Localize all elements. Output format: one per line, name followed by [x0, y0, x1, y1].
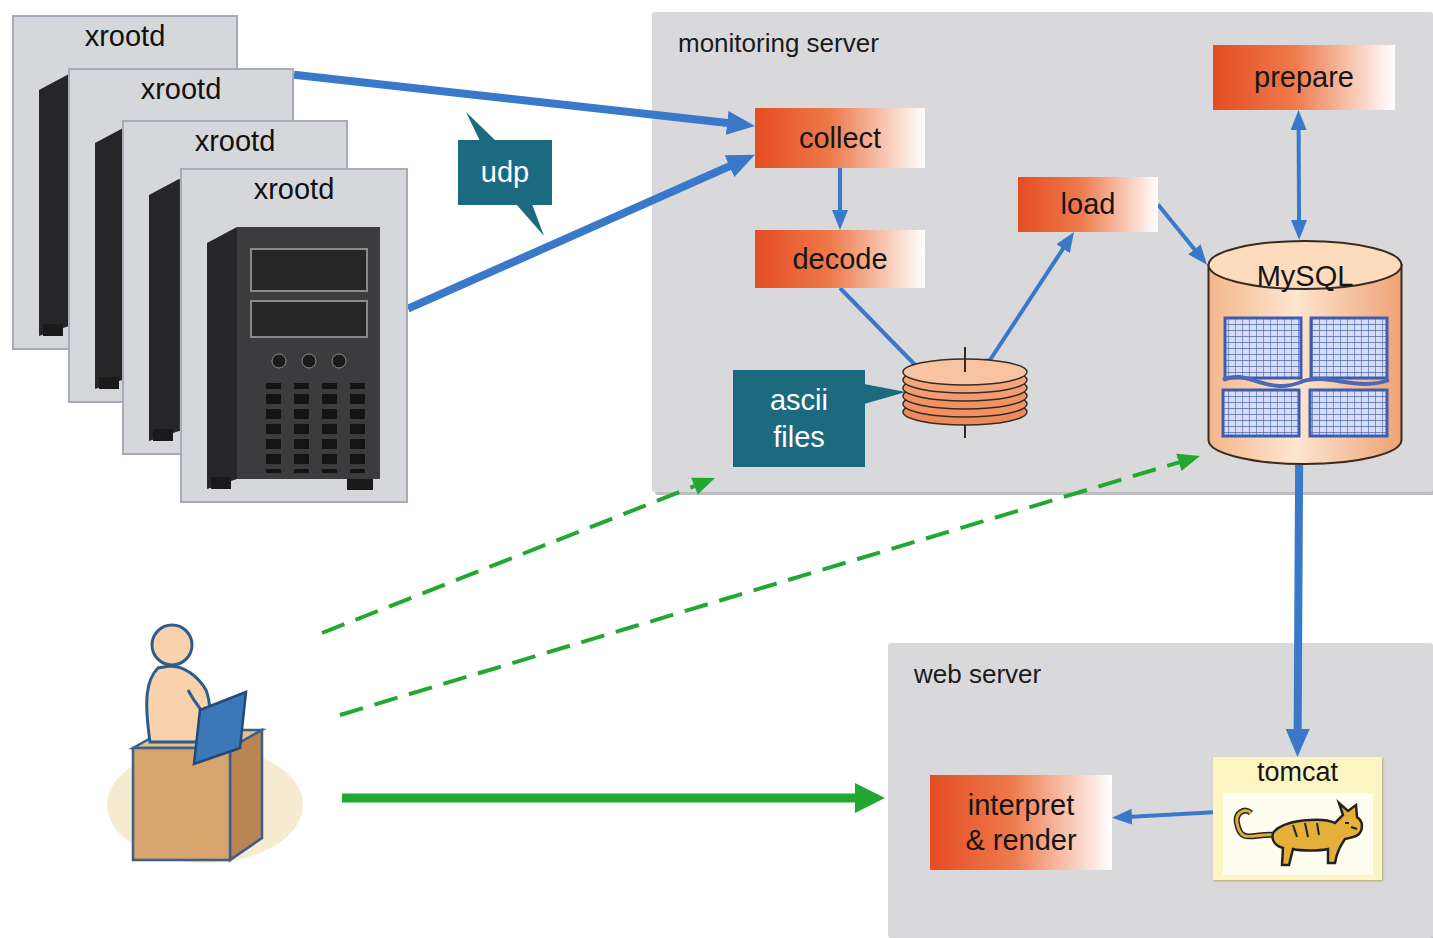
user-figure: [107, 625, 303, 863]
server-tower: [207, 227, 380, 492]
flow-arrow: [1158, 205, 1200, 257]
flow-arrow: [1298, 465, 1300, 741]
flow-arrow: [838, 168, 842, 219]
node-label: xrootd: [182, 170, 406, 206]
node-label: xrootd: [124, 122, 346, 158]
node-label: prepare: [1254, 60, 1354, 95]
files-callout: ascii files: [733, 370, 865, 467]
node-label: xrootd: [70, 70, 292, 106]
node-label: tomcat: [1213, 757, 1382, 788]
process-box: collect: [755, 108, 925, 168]
process-box: interpret & render: [930, 775, 1112, 870]
flow-arrow: [294, 75, 739, 125]
flow-arrow: [1297, 121, 1301, 229]
server-panel: monitoring server collect decode load prepar…: [652, 12, 1433, 492]
files-pointer: [864, 384, 906, 404]
panel-fill: [888, 643, 1433, 938]
process-box: prepare: [1213, 45, 1395, 110]
node-label: ascii files: [759, 382, 839, 455]
tomcat-box: tomcat: [1213, 757, 1382, 880]
node-label: load: [1061, 187, 1116, 222]
disk-stack: [903, 347, 1027, 438]
server-panel: web server tomcat interpret & render: [888, 643, 1433, 938]
node-label: xrootd: [14, 17, 236, 53]
node-label: collect: [799, 121, 881, 156]
node-label: MySQL: [1207, 240, 1403, 293]
node-label: monitoring server: [652, 12, 879, 59]
node-label: udp: [481, 154, 529, 190]
user-access-arrows: [322, 454, 1200, 813]
process-box: load: [1018, 177, 1158, 232]
database-cylinder: MySQL: [1207, 240, 1403, 465]
panel-fill: [652, 12, 1433, 492]
server-box: xrootd: [180, 168, 408, 503]
flow-arrow: [1123, 812, 1213, 817]
node-label: interpret & render: [961, 788, 1081, 858]
process-box: decode: [755, 230, 925, 288]
protocol-callout: udp: [458, 140, 552, 205]
tomcat-logo: [1223, 793, 1373, 875]
node-label: decode: [792, 242, 887, 277]
node-label: web server: [888, 643, 1041, 690]
